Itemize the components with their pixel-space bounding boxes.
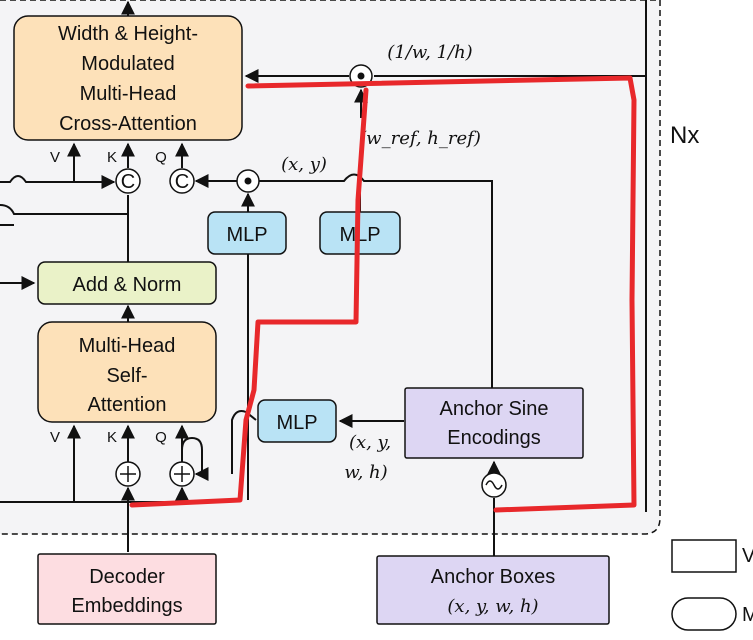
decoder-embeddings-line-1: Decoder [89, 566, 165, 588]
inv-wh-label: (1/w, 1/h) [387, 42, 472, 63]
anchor-boxes-box: Anchor Boxes (x, y, w, h) [376, 555, 610, 625]
elementwise-product-xy [236, 169, 260, 193]
xywh-label-line-1: (x, y, [349, 432, 391, 453]
anchor-boxes-coords: (x, y, w, h) [447, 596, 538, 617]
sine-circle [481, 472, 507, 498]
add-circle-q [169, 461, 195, 487]
cross-attention-line-3: Multi-Head [80, 83, 177, 105]
self-attention-line-2: Self- [106, 365, 147, 387]
self-attention-line-3: Attention [88, 394, 167, 416]
add-norm-box: Add & Norm [37, 261, 217, 305]
anchor-boxes-label: Anchor Boxes [431, 566, 556, 588]
svg-text:Add & Norm: Add & Norm [73, 274, 182, 296]
concat-circle-k: C [115, 168, 141, 194]
cross-v-label: V [50, 149, 60, 166]
cross-attention-line-1: Width & Height- [58, 23, 198, 45]
red-annotation-path [129, 75, 637, 513]
nx-label: Nx [670, 122, 699, 149]
self-v-label: V [50, 429, 60, 446]
anchor-sine-line-2: Encodings [447, 427, 540, 449]
anchor-sine-line-1: Anchor Sine [440, 398, 549, 420]
legend-item-2: M [742, 604, 753, 626]
self-attention-line-1: Multi-Head [79, 335, 176, 357]
xy-label: (x, y) [281, 154, 327, 175]
legend: V M [671, 539, 753, 631]
svg-text:MLP: MLP [276, 412, 317, 434]
xywh-label-line-2: w, h) [344, 462, 387, 483]
mlp-box-right: MLP [319, 211, 401, 255]
cross-attention-line-2: Modulated [81, 53, 174, 75]
concat-circle-q: C [169, 168, 195, 194]
cross-attention-line-4: Cross-Attention [59, 113, 197, 135]
mlp-box-left: MLP [207, 211, 287, 255]
add-circle-k [115, 461, 141, 487]
wh-ref-label: (w_ref, h_ref) [359, 128, 481, 149]
decoder-embeddings-line-2: Embeddings [71, 595, 182, 617]
cross-q-label: Q [155, 149, 167, 166]
cross-k-label: K [107, 149, 117, 166]
self-q-label: Q [155, 429, 167, 446]
svg-text:MLP: MLP [339, 224, 380, 246]
self-k-label: K [107, 429, 117, 446]
legend-item-1: V [742, 545, 753, 567]
anchor-sine-box: Anchor Sine Encodings [404, 387, 584, 459]
cross-attention-box: Width & Height- Modulated Multi-Head Cro… [13, 15, 243, 141]
svg-text:MLP: MLP [226, 224, 267, 246]
mlp-box-lower: MLP [257, 399, 337, 443]
svg-text:C: C [175, 171, 189, 193]
self-attention-box: Multi-Head Self- Attention [37, 321, 217, 423]
decoder-embeddings-box: Decoder Embeddings [37, 553, 217, 625]
svg-text:C: C [121, 171, 135, 193]
